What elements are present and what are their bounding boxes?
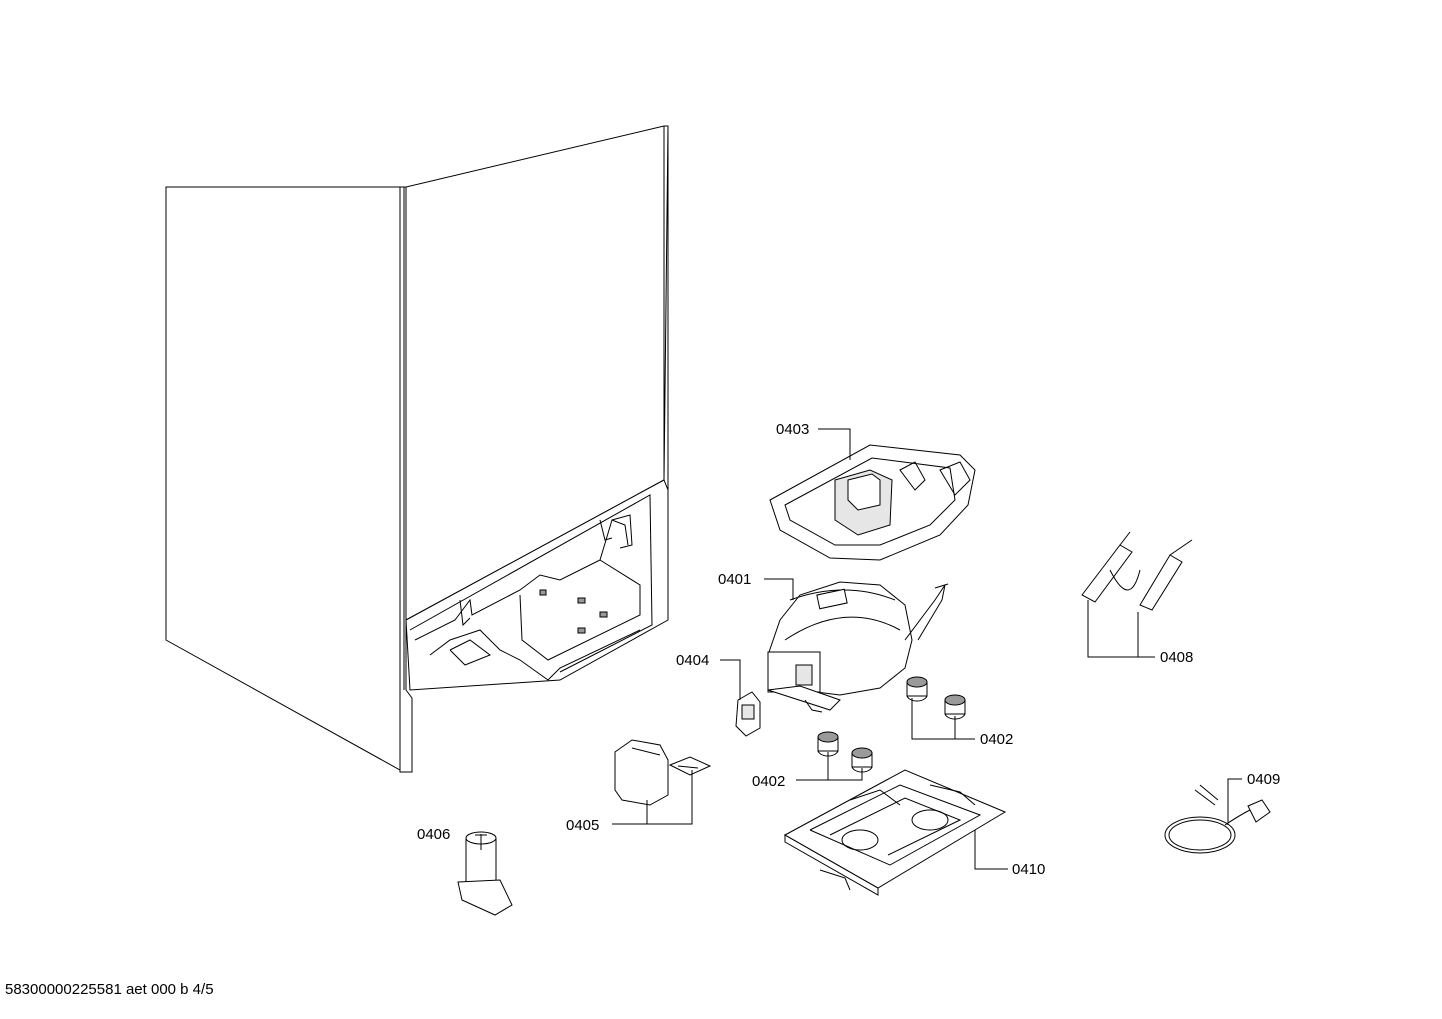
part-labels: 0403 0401 0404 0402 0402 0405 0406 0408 … <box>417 421 1280 878</box>
part-0406-sensor <box>457 831 513 916</box>
label-0410: 0410 <box>1012 861 1045 878</box>
appliance-cabinet <box>165 125 669 773</box>
grommet <box>906 676 928 702</box>
part-0402-grommets <box>817 676 966 773</box>
label-0405: 0405 <box>566 817 599 834</box>
grommet <box>851 747 873 773</box>
label-0402-left: 0402 <box>752 773 785 790</box>
label-0401: 0401 <box>718 571 751 588</box>
leader-lines <box>480 428 1242 870</box>
part-0401-compressor <box>767 581 949 713</box>
part-0405-cover <box>614 739 712 806</box>
document-footer: 58300000225581 aet 000 b 4/5 <box>5 981 214 998</box>
label-0403: 0403 <box>776 421 809 438</box>
part-0403-cover <box>769 444 976 561</box>
label-0406: 0406 <box>417 826 450 843</box>
part-0409-power-cord <box>1164 784 1271 854</box>
label-0402-right: 0402 <box>980 731 1013 748</box>
part-0404-relay <box>735 691 761 737</box>
label-0409: 0409 <box>1247 771 1280 788</box>
label-0408: 0408 <box>1160 649 1193 666</box>
grommet <box>817 731 839 757</box>
part-0410-base <box>783 769 1007 896</box>
part-0408-fuses <box>1081 531 1193 611</box>
grommet <box>944 694 966 720</box>
label-0404: 0404 <box>676 652 709 669</box>
